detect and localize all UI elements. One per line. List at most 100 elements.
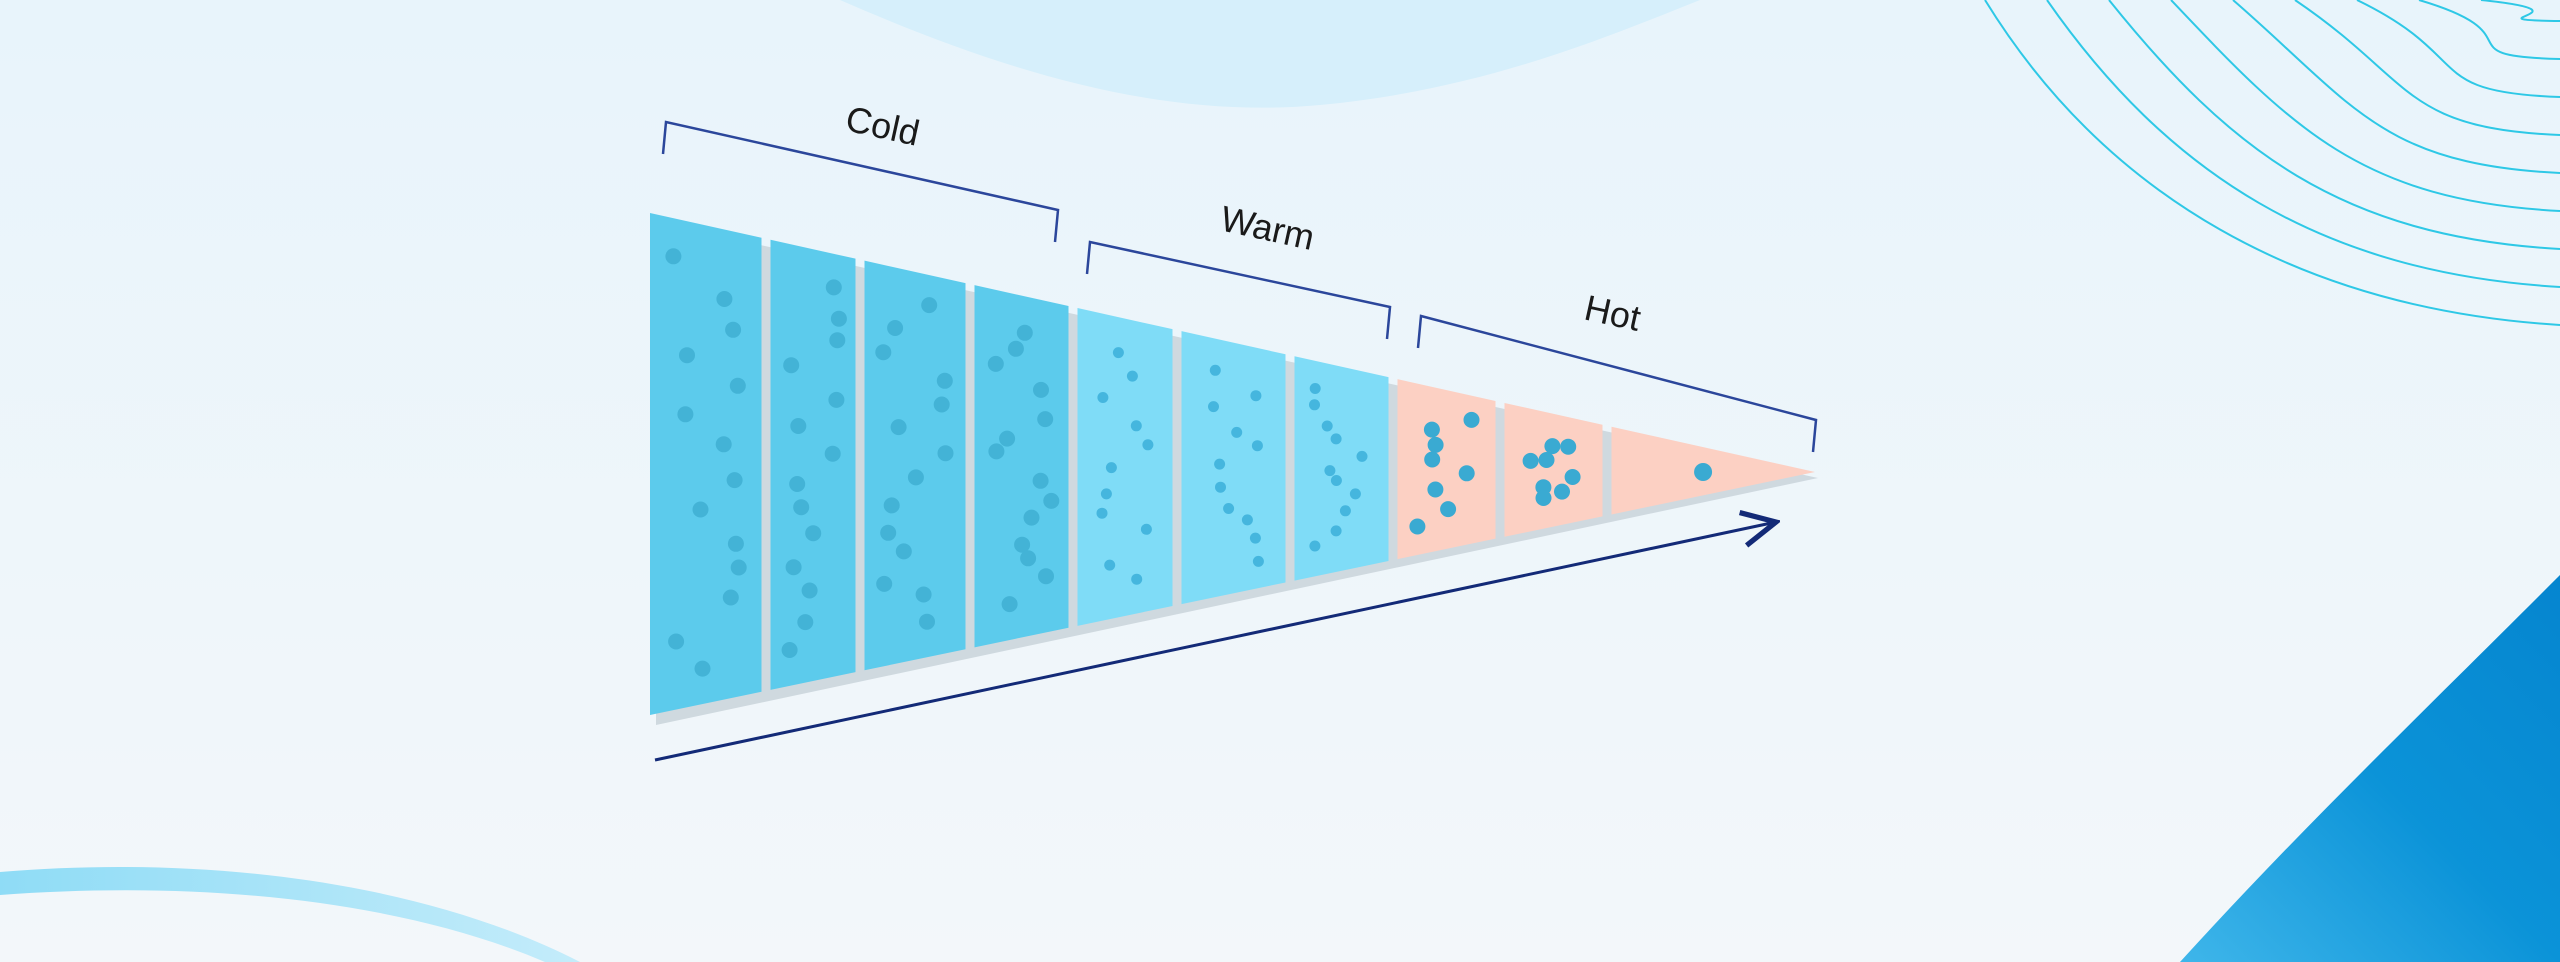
- funnel-dot: [1309, 399, 1320, 411]
- funnel-dot: [805, 525, 822, 542]
- funnel-dot: [921, 297, 938, 314]
- funnel-dot: [890, 419, 907, 436]
- stage-brackets: [661, 120, 1818, 453]
- stage-bracket-cold: [661, 120, 1060, 243]
- stage-bracket-warm: [1085, 240, 1392, 340]
- funnel-dot: [1223, 503, 1235, 514]
- funnel-dot: [668, 633, 685, 650]
- funnel-dot: [1330, 433, 1342, 445]
- funnel-dot: [895, 543, 912, 560]
- funnel-dot: [1427, 481, 1444, 498]
- funnel-dot: [829, 332, 846, 349]
- funnel-dot: [1554, 483, 1570, 500]
- funnel-dot: [1096, 507, 1108, 519]
- funnel-dot: [1356, 450, 1368, 462]
- funnel-dot: [988, 443, 1005, 460]
- funnel-dot: [801, 582, 818, 599]
- funnel-dot: [1131, 573, 1143, 585]
- corner-line: [2480, 0, 2560, 22]
- funnel-dot: [907, 469, 924, 486]
- corner-line: [2232, 0, 2560, 174]
- funnel-dot: [715, 436, 732, 453]
- funnel-dot: [876, 575, 893, 592]
- funnel-dot: [1309, 383, 1321, 394]
- funnel-segment-warm-1: [1077, 308, 1173, 626]
- funnel-dot: [830, 310, 847, 327]
- funnel-dot: [1409, 518, 1426, 535]
- corner-line: [2108, 0, 2560, 250]
- funnel-dot: [716, 291, 733, 307]
- funnel-dot: [1100, 488, 1112, 500]
- funnel-dot: [694, 660, 711, 677]
- funnel-dot: [1564, 469, 1581, 485]
- funnel-dot: [1544, 438, 1561, 455]
- funnel-dot: [727, 535, 744, 552]
- corner-line: [2356, 0, 2560, 98]
- funnel-dot: [1020, 550, 1037, 567]
- background-top-blob: [840, 0, 1700, 108]
- funnel-dot: [1208, 401, 1219, 413]
- funnel-dot: [1522, 452, 1539, 469]
- funnel-dot: [1007, 340, 1024, 357]
- funnel-dot: [1427, 436, 1444, 453]
- funnel-dot: [1535, 490, 1552, 506]
- funnel-dot: [1214, 458, 1226, 470]
- funnel-segment-cold-2: [770, 239, 856, 690]
- funnel-dot: [1423, 421, 1440, 438]
- funnel-dot: [1097, 392, 1109, 403]
- funnel-segment-hot-3: [1611, 426, 1815, 515]
- funnel-dot: [783, 357, 800, 374]
- funnel-dot: [825, 279, 842, 296]
- funnel-dot: [726, 472, 743, 489]
- funnel-dot: [1023, 509, 1040, 526]
- funnel-dot: [1249, 532, 1261, 544]
- funnel-segment-warm-3: [1294, 356, 1389, 581]
- funnel-dot: [793, 499, 810, 516]
- funnel-dot: [875, 344, 892, 361]
- funnel-dot: [828, 391, 845, 408]
- funnel-dot: [1252, 555, 1264, 567]
- funnel-dot: [1250, 390, 1262, 402]
- funnel-dot: [937, 445, 954, 462]
- funnel-dot: [887, 320, 904, 336]
- funnel-segment-cold-1: [650, 213, 762, 715]
- funnel-dot: [1560, 438, 1577, 455]
- funnel-dot: [919, 613, 935, 630]
- funnel-dot: [1043, 492, 1060, 509]
- funnel-dot: [790, 418, 807, 434]
- funnel-dot: [730, 559, 747, 576]
- funnel-segment-cold-4: [974, 285, 1069, 648]
- funnel-dot: [883, 497, 900, 514]
- funnel-dot: [1241, 514, 1253, 526]
- funnel-dot: [1324, 465, 1336, 477]
- funnel-dot: [1349, 488, 1361, 500]
- funnel-dot: [1032, 472, 1049, 489]
- corner-line: [2170, 0, 2560, 212]
- funnel-dot: [1440, 501, 1457, 518]
- funnel-dot: [1463, 411, 1480, 428]
- funnel-dot: [781, 642, 798, 658]
- funnel-dot: [692, 501, 709, 518]
- funnel-dot: [1330, 475, 1342, 486]
- stage-bracket-hot: [1416, 314, 1818, 453]
- funnel-dot: [1330, 525, 1342, 537]
- funnel-dot: [1140, 523, 1152, 535]
- funnel-dot: [1339, 505, 1351, 517]
- funnel-dot: [1538, 452, 1555, 468]
- funnel-dot: [679, 347, 695, 364]
- funnel-dot: [725, 321, 742, 338]
- background-bottom-arc: [0, 866, 580, 962]
- funnel-dot: [999, 430, 1016, 447]
- funnel-dot: [1309, 540, 1321, 552]
- funnel-segment-cold-3: [864, 260, 966, 671]
- funnel-dot: [1126, 370, 1138, 382]
- funnel-dot: [933, 396, 950, 413]
- corner-line: [1984, 0, 2560, 326]
- funnel-dot: [1458, 465, 1475, 482]
- funnel-dot: [1105, 462, 1117, 474]
- funnel-dot: [722, 589, 739, 606]
- funnel-dot: [1112, 347, 1124, 359]
- corner-line: [2418, 0, 2560, 60]
